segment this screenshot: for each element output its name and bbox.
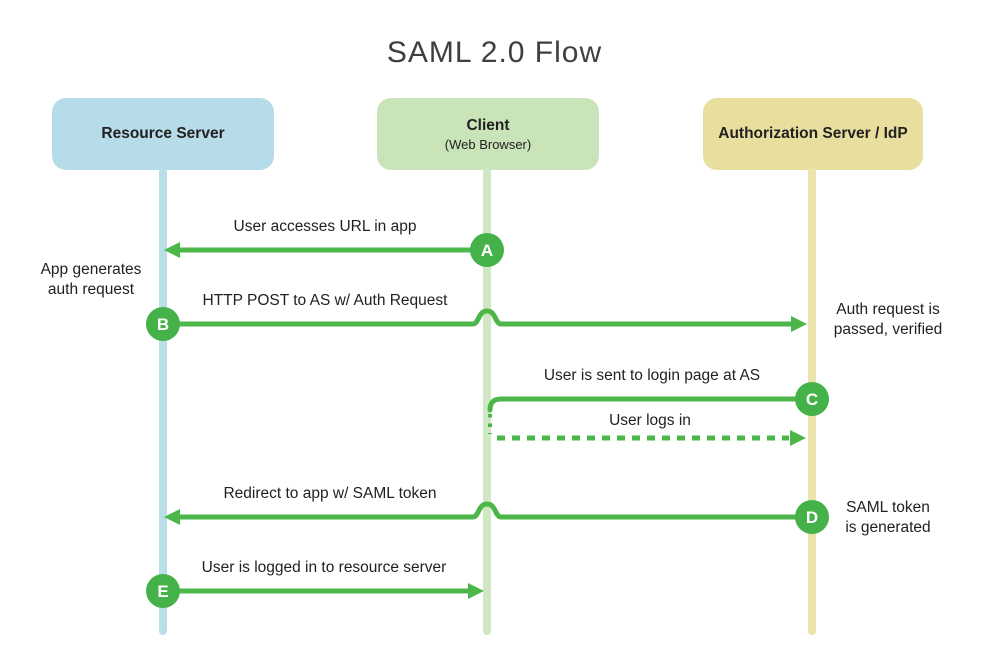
step-badge-b — [146, 307, 180, 341]
arrow-c-line — [487, 396, 815, 413]
side-note-line: auth request — [47, 281, 135, 298]
arrow-d-line — [177, 501, 815, 520]
arrow-a-left-arrowhead-icon — [164, 242, 180, 258]
side-note-auth-passed: Auth request is passed, verified — [818, 300, 958, 340]
step-badge-e-letter: E — [157, 582, 168, 601]
step-badge-b-letter: B — [157, 315, 169, 334]
side-note-line: Auth request is — [836, 301, 940, 318]
step-badge-e — [146, 574, 180, 608]
arrow-b-line — [160, 308, 794, 327]
message-label-b: HTTP POST to AS w/ Auth Request — [202, 292, 448, 309]
message-label-d: Redirect to app w/ SAML token — [223, 485, 437, 502]
lane-title-client: Client — [466, 116, 510, 134]
lane-subtitle-client: (Web Browser) — [444, 136, 532, 152]
lane-title-authorization-server: Authorization Server / IdP — [718, 125, 908, 142]
message-label-a: User accesses URL in app — [233, 218, 417, 235]
step-badge-c — [795, 382, 829, 416]
side-note-line: is generated — [845, 519, 931, 536]
arrow-e-right-arrowhead-icon — [468, 583, 484, 599]
step-badge-d-letter: D — [806, 508, 818, 527]
diagram-title: SAML 2.0 Flow — [386, 36, 603, 70]
message-label-e: User is logged in to resource server — [201, 559, 447, 576]
arrow-d-left-arrowhead-icon — [164, 509, 180, 525]
lifeline-client — [483, 168, 491, 635]
lane-header-authorization-server: Authorization Server / IdP — [703, 98, 923, 170]
side-note-line: SAML token — [846, 499, 930, 516]
lane-title-resource-server: Resource Server — [101, 125, 225, 142]
side-note-line: App generates — [40, 261, 142, 278]
lifeline-resource-server — [159, 168, 167, 635]
step-badge-a-letter: A — [481, 241, 493, 260]
lane-header-resource-server: Resource Server — [52, 98, 274, 170]
step-badge-c-letter: C — [806, 390, 818, 409]
side-note-line: passed, verified — [833, 321, 943, 338]
step-badge-d — [795, 500, 829, 534]
step-badge-a — [470, 233, 504, 267]
arrow-login-right-arrowhead-icon — [790, 430, 806, 446]
side-note-app-generates: App generates auth request — [21, 260, 161, 300]
arrow-b-right-arrowhead-icon — [791, 316, 807, 332]
side-note-saml-generated: SAML token is generated — [818, 498, 958, 538]
message-label-c: User is sent to login page at AS — [543, 367, 761, 384]
message-label-login: User logs in — [609, 412, 691, 429]
lane-header-client: Client (Web Browser) — [377, 98, 599, 170]
